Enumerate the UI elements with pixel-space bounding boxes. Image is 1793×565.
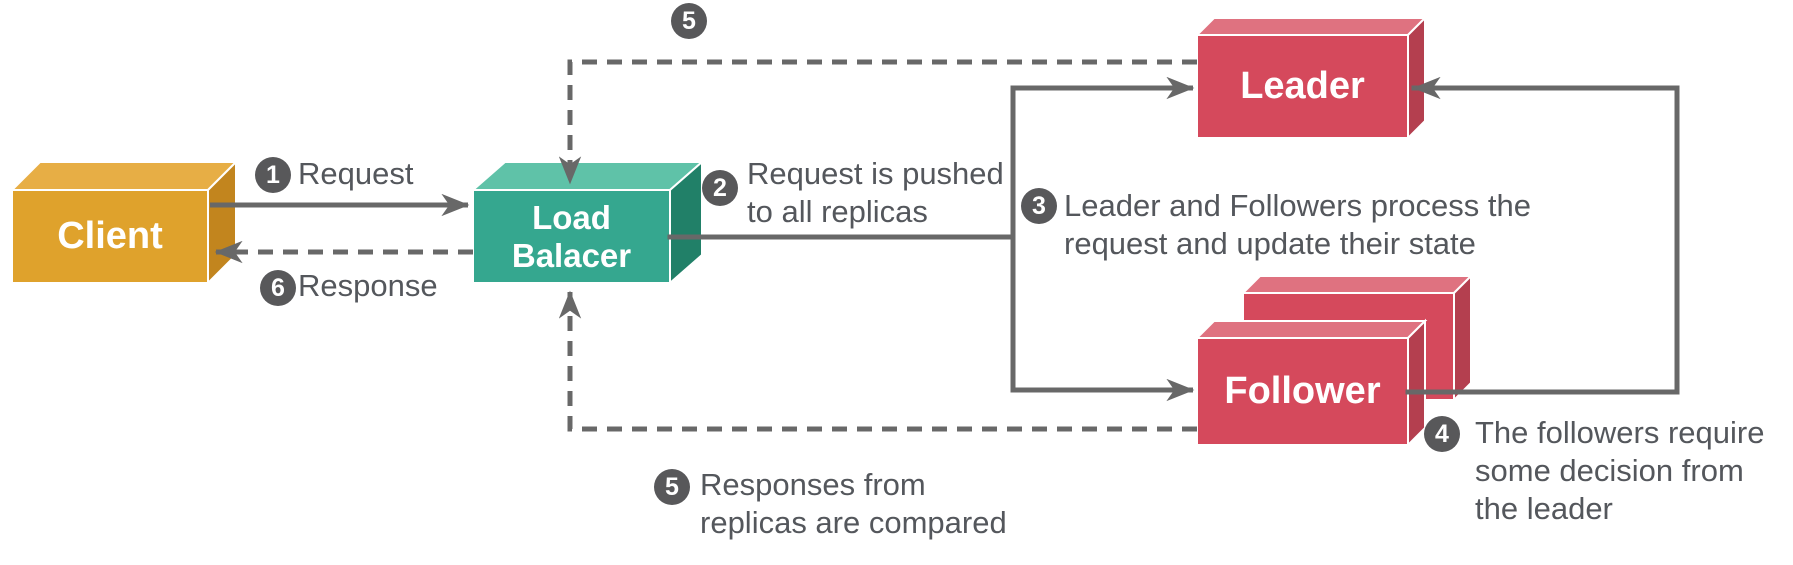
leader-box-side xyxy=(1407,15,1426,141)
step6-label-line1: Response xyxy=(298,268,438,303)
step4-label: The followers require some decision from… xyxy=(1475,414,1764,528)
step1-badge: 1 xyxy=(255,157,291,193)
step2-badge: 2 xyxy=(702,170,738,206)
step4-label-line2: some decision from xyxy=(1475,453,1744,488)
step4-label-line1: The followers require xyxy=(1475,415,1765,450)
step3-label-line1: Leader and Followers process the xyxy=(1064,188,1531,223)
follower-node xyxy=(1194,318,1428,448)
step1-label-line1: Request xyxy=(298,156,414,191)
leader-box-top xyxy=(1194,17,1428,36)
step3-badge: 3 xyxy=(1021,188,1057,224)
leader-response-dashed-arrow xyxy=(558,59,1197,185)
step5-label-line2: replicas are compared xyxy=(700,505,1007,540)
step5-label: Responses from replicas are compared xyxy=(700,466,1007,542)
client-box-front xyxy=(11,189,209,284)
follower-box-side xyxy=(1407,318,1426,448)
decision-loop-arrow xyxy=(1405,76,1680,395)
client-box-top xyxy=(9,161,239,191)
step2-label-line1: Request is pushed xyxy=(747,156,1004,191)
follower-box-top xyxy=(1194,320,1428,339)
step6-badge: 6 xyxy=(260,270,296,306)
step1-label: Request xyxy=(298,155,413,193)
leader-box-front xyxy=(1196,34,1409,139)
step5-bottom-badge: 5 xyxy=(654,469,690,505)
step2-label-line2: to all replicas xyxy=(747,194,928,229)
load-balancer-box-top xyxy=(470,161,705,191)
follower-box-front xyxy=(1196,337,1409,446)
step6-label: Response xyxy=(298,267,438,305)
load-balancer-box-front xyxy=(472,189,671,284)
follower-back-box-side xyxy=(1453,273,1472,403)
client-node xyxy=(9,159,239,286)
step4-label-line3: the leader xyxy=(1475,491,1613,526)
step3-label-line2: request and update their state xyxy=(1064,226,1476,261)
step4-badge: 4 xyxy=(1424,416,1460,452)
step5-label-line1: Responses from xyxy=(700,467,926,502)
step3-label: Leader and Followers process the request… xyxy=(1064,187,1531,263)
leader-node xyxy=(1194,15,1428,141)
load-balancer-node xyxy=(470,159,705,286)
follower-back-box-top xyxy=(1240,275,1474,294)
follower-response-dashed-arrow xyxy=(558,290,1197,432)
step2-label: Request is pushed to all replicas xyxy=(747,155,1004,231)
step5-top-badge: 5 xyxy=(671,3,707,39)
